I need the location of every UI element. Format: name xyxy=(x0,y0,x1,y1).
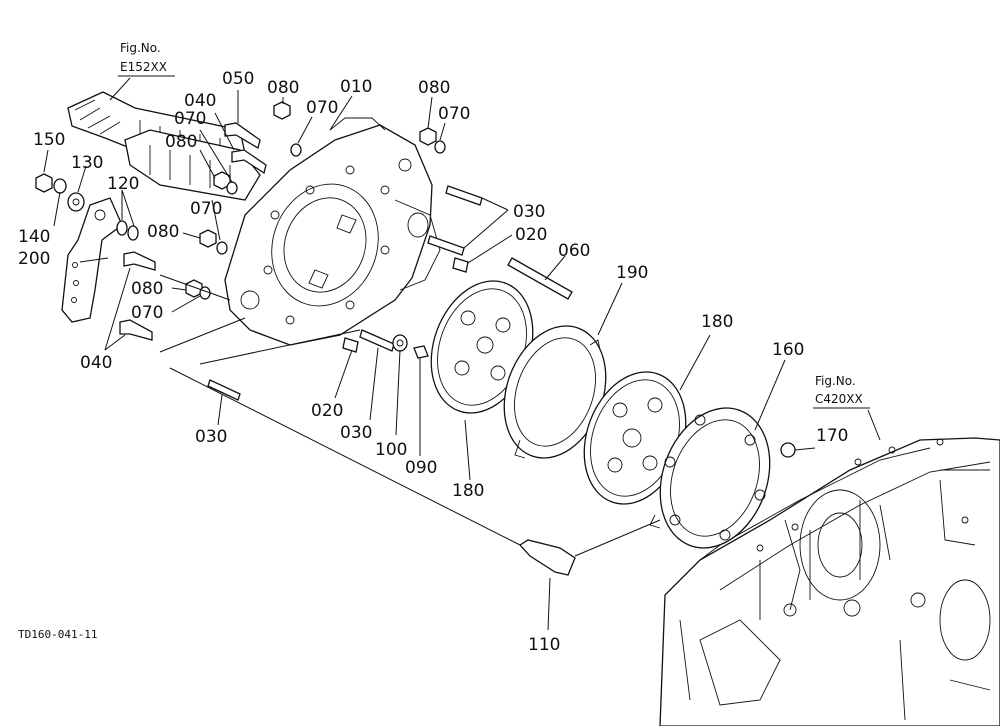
part-label-060[interactable]: 060 xyxy=(558,241,590,261)
part-label-080[interactable]: 080 xyxy=(131,279,163,299)
part-label-080[interactable]: 080 xyxy=(267,78,299,98)
part-label-070[interactable]: 070 xyxy=(306,98,338,118)
part-label-190[interactable]: 190 xyxy=(616,263,648,283)
plate-160-drawing xyxy=(649,407,771,549)
part-callouts: 050 080 010 080 040 070 070 070 150 080 … xyxy=(18,69,848,655)
part-label-030[interactable]: 030 xyxy=(195,427,227,447)
part-label-020[interactable]: 020 xyxy=(515,225,547,245)
figure-ref-title: Fig.No. xyxy=(120,41,161,55)
part-label-200[interactable]: 200 xyxy=(18,249,50,269)
part-label-180[interactable]: 180 xyxy=(701,312,733,332)
leader-lines xyxy=(43,77,881,631)
plate-190-drawing xyxy=(503,325,611,459)
part-label-030[interactable]: 030 xyxy=(513,202,545,222)
part-label-020[interactable]: 020 xyxy=(311,401,343,421)
part-label-140[interactable]: 140 xyxy=(18,227,50,247)
cover-housing-drawing xyxy=(224,117,441,346)
drawing-id: TD160-041-11 xyxy=(18,628,97,641)
part-label-080[interactable]: 080 xyxy=(418,78,450,98)
part-label-080[interactable]: 080 xyxy=(147,222,179,242)
figure-ref-e152xx[interactable]: Fig.No. E152XX xyxy=(118,41,175,77)
part-label-170[interactable]: 170 xyxy=(816,426,848,446)
part-label-070[interactable]: 070 xyxy=(438,104,470,124)
part-label-130[interactable]: 130 xyxy=(71,153,103,173)
part-label-040[interactable]: 040 xyxy=(184,91,216,111)
figure-ref-code: C420XX xyxy=(815,392,863,406)
part-label-050[interactable]: 050 xyxy=(222,69,254,89)
part-label-180[interactable]: 180 xyxy=(452,481,484,501)
figure-ref-title: Fig.No. xyxy=(815,374,856,388)
part-label-070[interactable]: 070 xyxy=(190,199,222,219)
part-label-010[interactable]: 010 xyxy=(340,77,372,97)
hardware-parts xyxy=(35,101,796,576)
figure-ref-code: E152XX xyxy=(120,60,167,74)
part-label-080[interactable]: 080 xyxy=(165,132,197,152)
part-label-040[interactable]: 040 xyxy=(80,353,112,373)
figure-ref-c420xx[interactable]: Fig.No. C420XX xyxy=(813,374,870,409)
transmission-case-drawing xyxy=(659,437,1000,726)
part-label-160[interactable]: 160 xyxy=(772,340,804,360)
part-label-030[interactable]: 030 xyxy=(340,423,372,443)
part-label-070[interactable]: 070 xyxy=(131,303,163,323)
part-label-110[interactable]: 110 xyxy=(528,635,560,655)
part-label-100[interactable]: 100 xyxy=(375,440,407,460)
part-label-120[interactable]: 120 xyxy=(107,174,139,194)
part-label-150[interactable]: 150 xyxy=(33,130,65,150)
friction-disc-180-a xyxy=(430,280,534,414)
part-label-070[interactable]: 070 xyxy=(174,109,206,129)
part-label-090[interactable]: 090 xyxy=(405,458,437,478)
